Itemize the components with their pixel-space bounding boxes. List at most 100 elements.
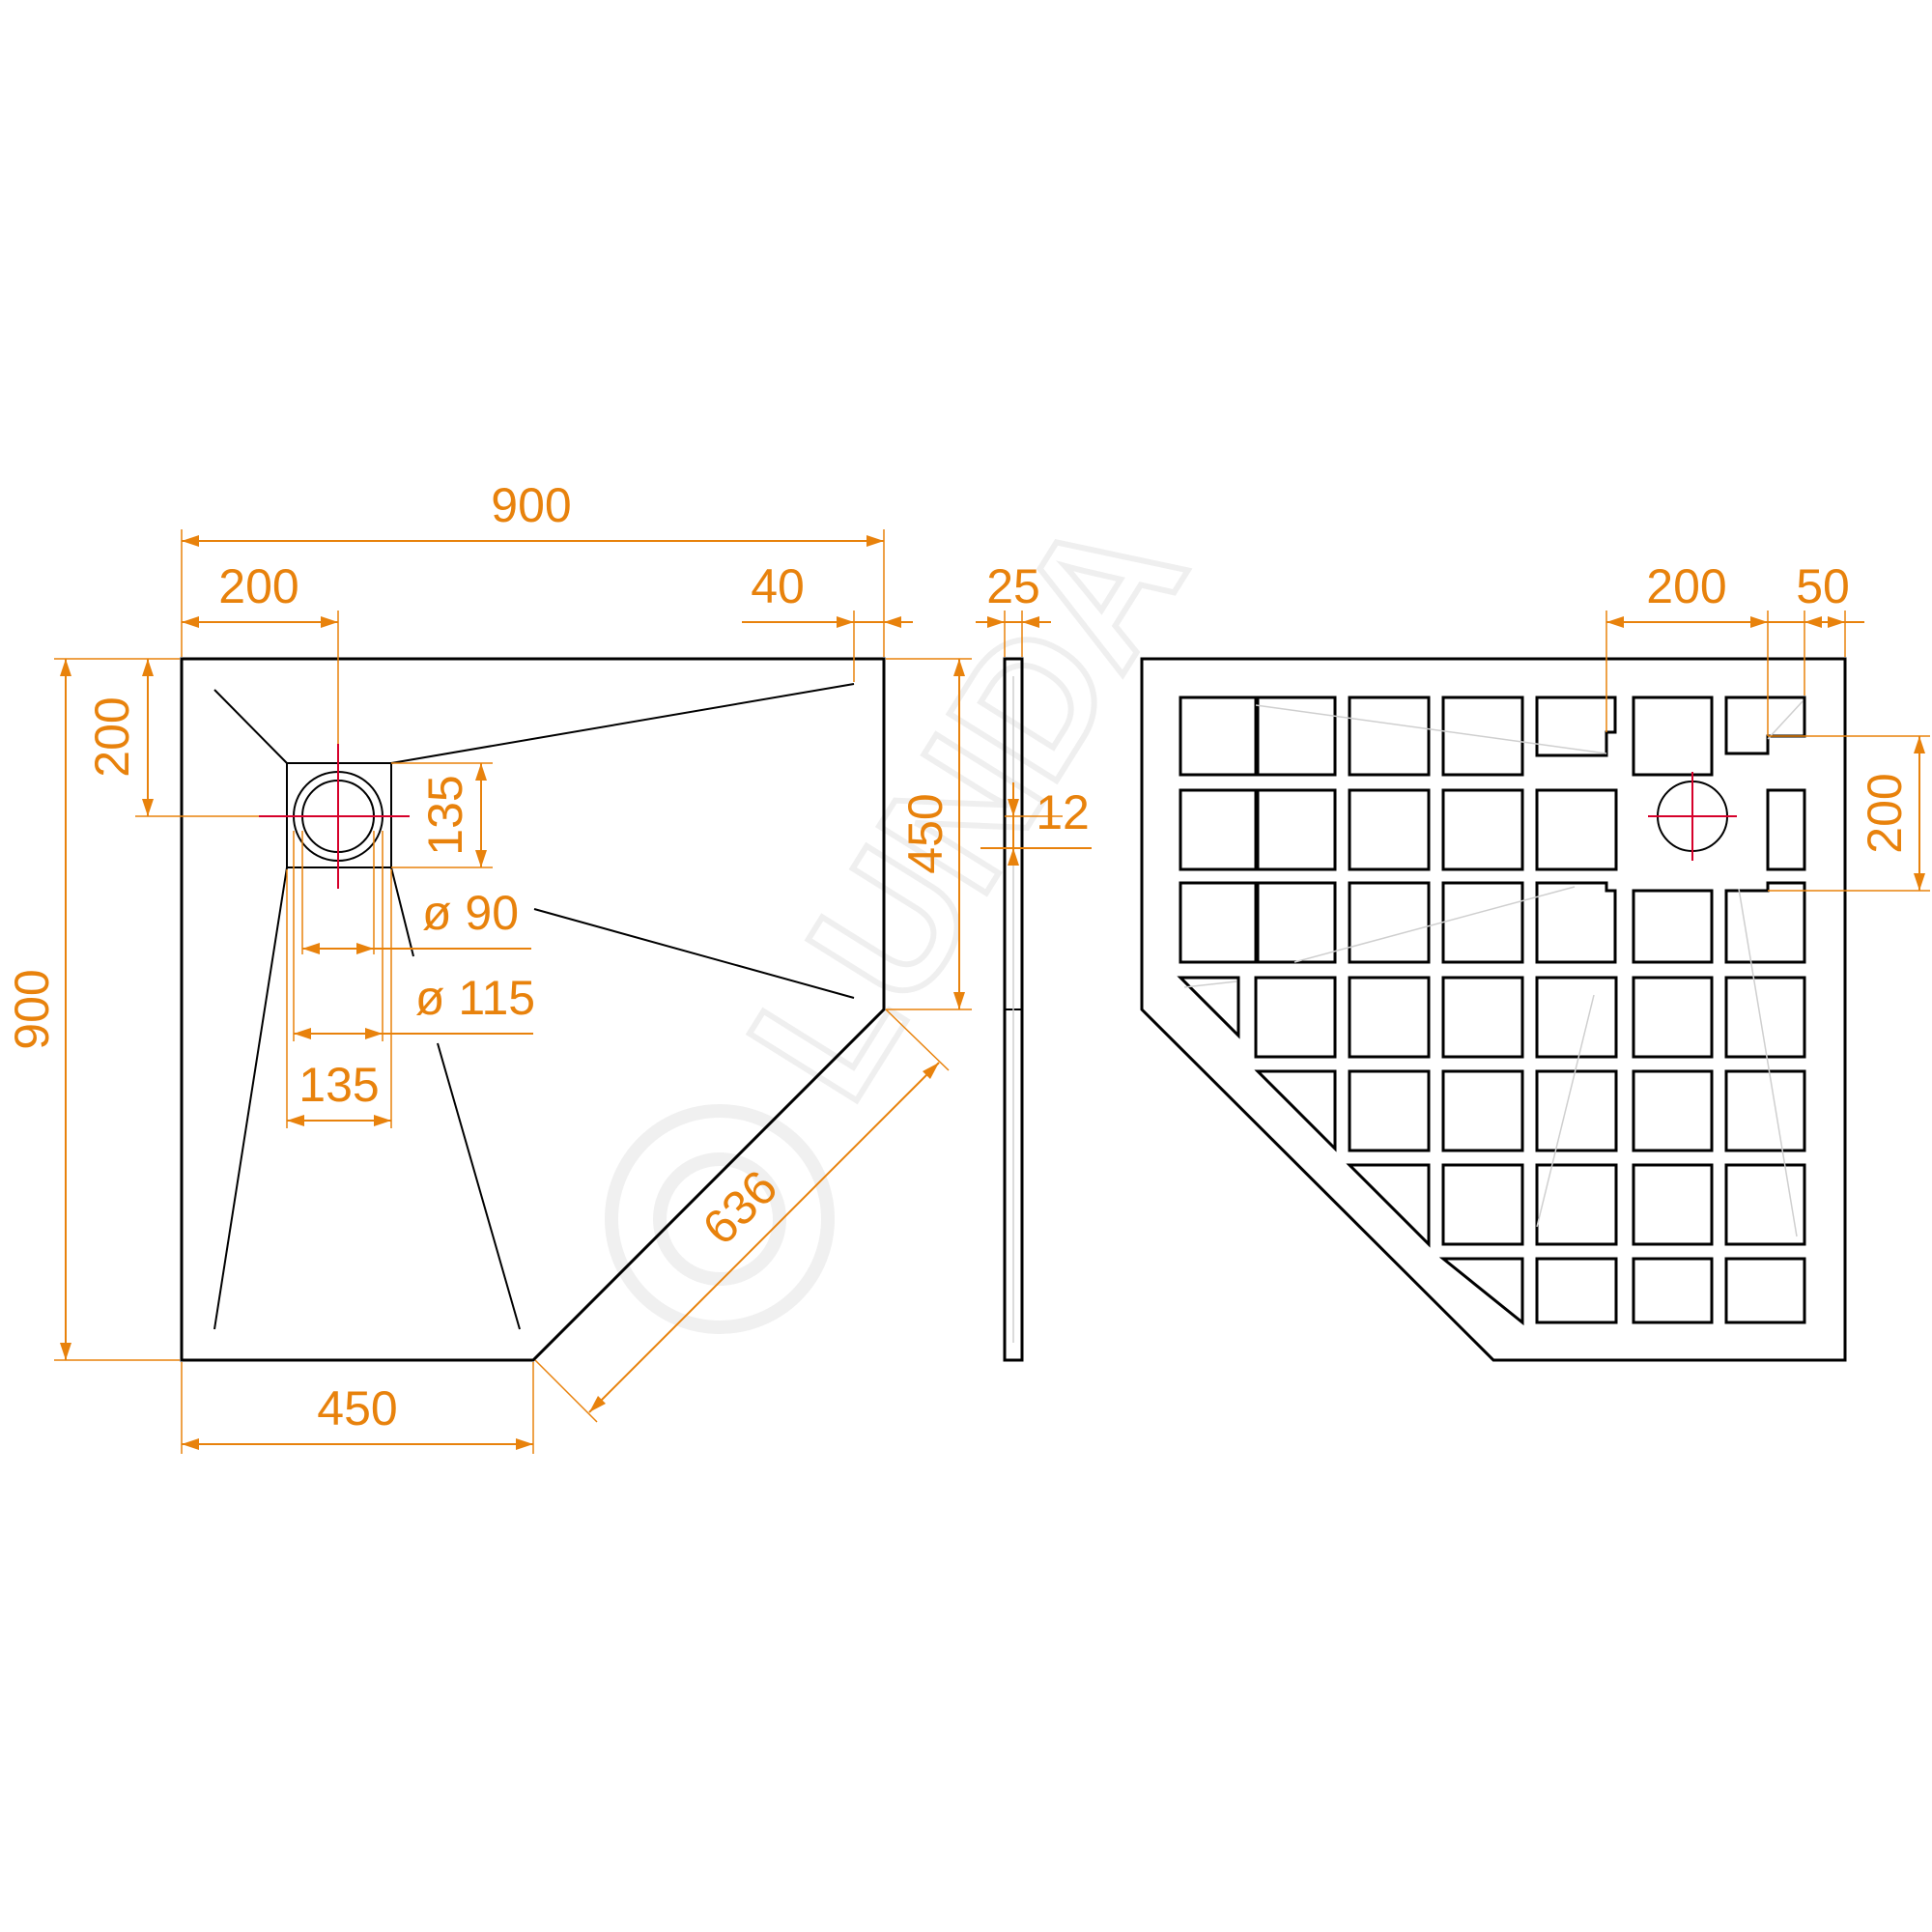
arrow-head: [516, 1438, 533, 1450]
watermark-logo-inner: [653, 1152, 786, 1286]
arrow-head: [1008, 799, 1019, 816]
slope-line: [213, 689, 288, 764]
arrow-head: [953, 659, 965, 676]
dim-inner-diameter: ø 90: [422, 886, 519, 940]
arrow-head: [987, 616, 1005, 628]
hatch-line: [1536, 994, 1595, 1228]
arrow-head: [142, 659, 154, 676]
dim-drain-box-width: 135: [298, 1058, 379, 1112]
arrow-head: [182, 535, 199, 547]
slope-line: [390, 867, 414, 957]
grid-cell: [1724, 976, 1806, 1059]
grid-cell: [1632, 1069, 1714, 1152]
arrow-head: [884, 616, 901, 628]
arrow-head: [142, 799, 154, 816]
grid-cell: [1441, 1163, 1524, 1246]
slope-line: [533, 908, 855, 999]
grid-cell: [1441, 788, 1524, 871]
profile-outline: [1003, 657, 1024, 1362]
dim-drain-box-height: 135: [418, 775, 472, 855]
slope-line: [437, 1042, 521, 1330]
arrow-head: [287, 1115, 304, 1126]
grid-cell: [1348, 788, 1431, 871]
hatch-line: [1293, 886, 1576, 963]
arrow-head: [1804, 616, 1822, 628]
top-view: [180, 657, 886, 1362]
arrow-head: [365, 1028, 383, 1039]
grid-cell: [1632, 889, 1714, 964]
grid-cell: [1348, 1069, 1431, 1152]
dim-top-drain-offset: 200: [218, 559, 298, 613]
arrow-head: [1914, 736, 1925, 753]
grid-cell: [1441, 976, 1524, 1059]
grid-cell: [1348, 696, 1431, 777]
dim-left-drain-offset: 200: [85, 696, 139, 777]
arrow-head: [475, 850, 487, 867]
grid-cell: [1535, 696, 1617, 757]
grid-cell: [1254, 1069, 1337, 1152]
grid-cell: [1535, 976, 1618, 1059]
grid-cell: [1535, 1163, 1618, 1246]
hatch-line: [1183, 980, 1237, 988]
grid-cell: [1438, 1257, 1524, 1326]
arrow-head: [867, 535, 884, 547]
grid-cell: [1535, 788, 1618, 871]
dim-bottom-view-edge-offset: 50: [1796, 559, 1850, 613]
grid-cell: [1441, 696, 1524, 777]
grid-cell: [1632, 1257, 1714, 1324]
arrow-head: [923, 1063, 939, 1079]
grid-cell: [1535, 1069, 1618, 1152]
grid-cell: [1535, 1257, 1618, 1324]
slope-line: [390, 683, 855, 764]
grid-cell: [1179, 788, 1260, 871]
bottom-outline: [1140, 657, 1847, 1362]
grid-cell: [1724, 696, 1806, 755]
hatch-line: [1738, 888, 1798, 1237]
arrow-head: [1606, 616, 1624, 628]
arrow-head: [1008, 848, 1019, 866]
grid-cell: [1441, 881, 1524, 964]
arrow-head: [182, 616, 199, 628]
dim-bottom-view-drain-height: 200: [1858, 773, 1912, 853]
slope-line: [213, 867, 288, 1330]
arrow-head: [321, 616, 338, 628]
dim-outer-diameter: ø 115: [415, 971, 535, 1025]
dimensions: 900 200 40 900 200 135: [5, 478, 1930, 1454]
grid-cell: [1766, 788, 1806, 871]
grid-cells: [1177, 696, 1806, 1326]
dim-top-width: 900: [491, 478, 571, 532]
grid-cell: [1254, 881, 1337, 964]
arrow-head: [60, 1343, 71, 1360]
arrow-head: [1022, 616, 1039, 628]
grid-cell: [1348, 881, 1431, 964]
grid-cell: [1346, 1163, 1431, 1248]
arrow-head: [302, 943, 320, 954]
arrow-head: [356, 943, 374, 954]
arrow-head: [589, 1396, 606, 1412]
grid-cell: [1724, 1163, 1806, 1246]
grid-cell: [1254, 976, 1337, 1059]
dim-profile-step: 12: [1036, 785, 1090, 839]
arrow-head: [294, 1028, 311, 1039]
grid-cell: [1724, 1069, 1806, 1152]
hatch-line: [1767, 700, 1804, 740]
grid-cell: [1535, 881, 1617, 964]
arrow-head: [1828, 616, 1845, 628]
grid-cell: [1179, 696, 1260, 777]
arrow-head: [182, 1438, 199, 1450]
arrow-head: [953, 992, 965, 1009]
dim-bottom-view-drain-offset: 200: [1646, 559, 1726, 613]
grid-cell: [1348, 976, 1431, 1059]
dim-top-corner-offset: 40: [751, 559, 805, 613]
arrow-head: [1750, 616, 1768, 628]
tray-outline: [180, 657, 886, 1362]
bottom-hatch: [1183, 700, 1804, 1237]
grid-cell: [1632, 976, 1714, 1059]
watermark: LUNDA: [605, 475, 1227, 1334]
dim-profile-thickness: 25: [986, 559, 1040, 613]
grid-cell: [1179, 881, 1260, 964]
arrow-head: [837, 616, 854, 628]
grid-cell: [1724, 1257, 1806, 1324]
watermark-logo-ring: [605, 1104, 835, 1334]
